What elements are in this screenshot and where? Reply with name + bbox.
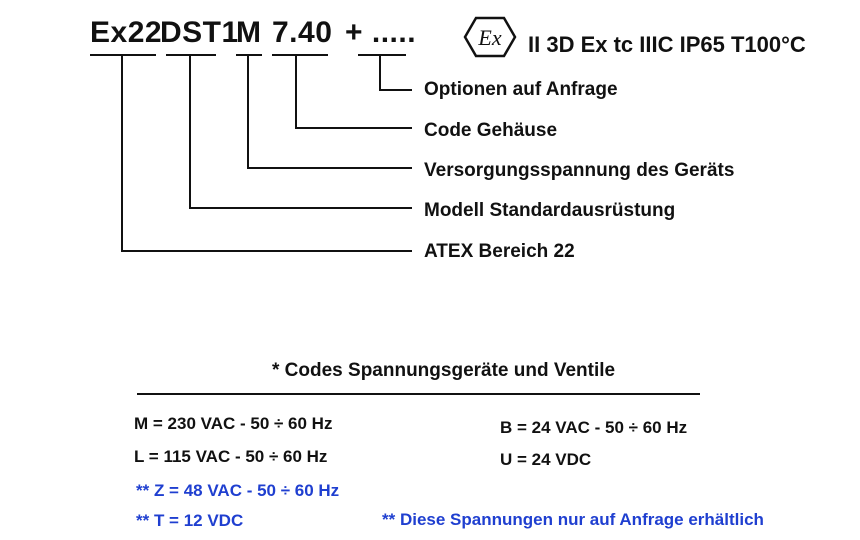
label-housing: Code Gehäuse xyxy=(424,120,558,141)
legend-divider xyxy=(137,393,700,395)
label-model: Modell Standardausrüstung xyxy=(424,200,676,221)
legend-note: ** Diese Spannungen nur auf Anfrage erhä… xyxy=(382,510,764,529)
legend-entry-u: U = 24 VDC xyxy=(500,450,592,469)
code-segment-housing: 7.40 xyxy=(272,16,333,49)
legend-title: * Codes Spannungsgeräte und Ventile xyxy=(272,360,616,381)
code-segment-model: DST1 xyxy=(160,16,239,49)
connector-voltage xyxy=(247,55,412,169)
connector-housing xyxy=(295,55,412,129)
code-segment-options: + ..... xyxy=(345,16,417,49)
label-voltage: Versorgungsspannung des Geräts xyxy=(424,160,735,181)
connector-lines xyxy=(90,54,412,252)
legend-entry-b: B = 24 VAC - 50 ÷ 60 Hz xyxy=(500,418,688,437)
code-segment-voltage: M xyxy=(236,16,262,49)
connector-model xyxy=(189,55,412,209)
legend-entry-t: ** T = 12 VDC xyxy=(136,511,244,530)
connector-atex xyxy=(121,55,412,252)
legend-entry-m: M = 230 VAC - 50 ÷ 60 Hz xyxy=(134,414,333,433)
code-segment-atex: Ex22 xyxy=(90,16,163,49)
certification-text: II 3D Ex tc IIIC IP65 T100°C xyxy=(528,32,806,57)
connector-options xyxy=(379,55,412,91)
legend-entry-l: L = 115 VAC - 50 ÷ 60 Hz xyxy=(134,447,328,466)
ex-hexagon-icon: Ex xyxy=(463,16,517,58)
label-atex: ATEX Bereich 22 xyxy=(424,241,575,262)
svg-text:Ex: Ex xyxy=(477,25,501,50)
label-options: Optionen auf Anfrage xyxy=(424,79,618,100)
legend-entry-z: ** Z = 48 VAC - 50 ÷ 60 Hz xyxy=(136,481,340,500)
